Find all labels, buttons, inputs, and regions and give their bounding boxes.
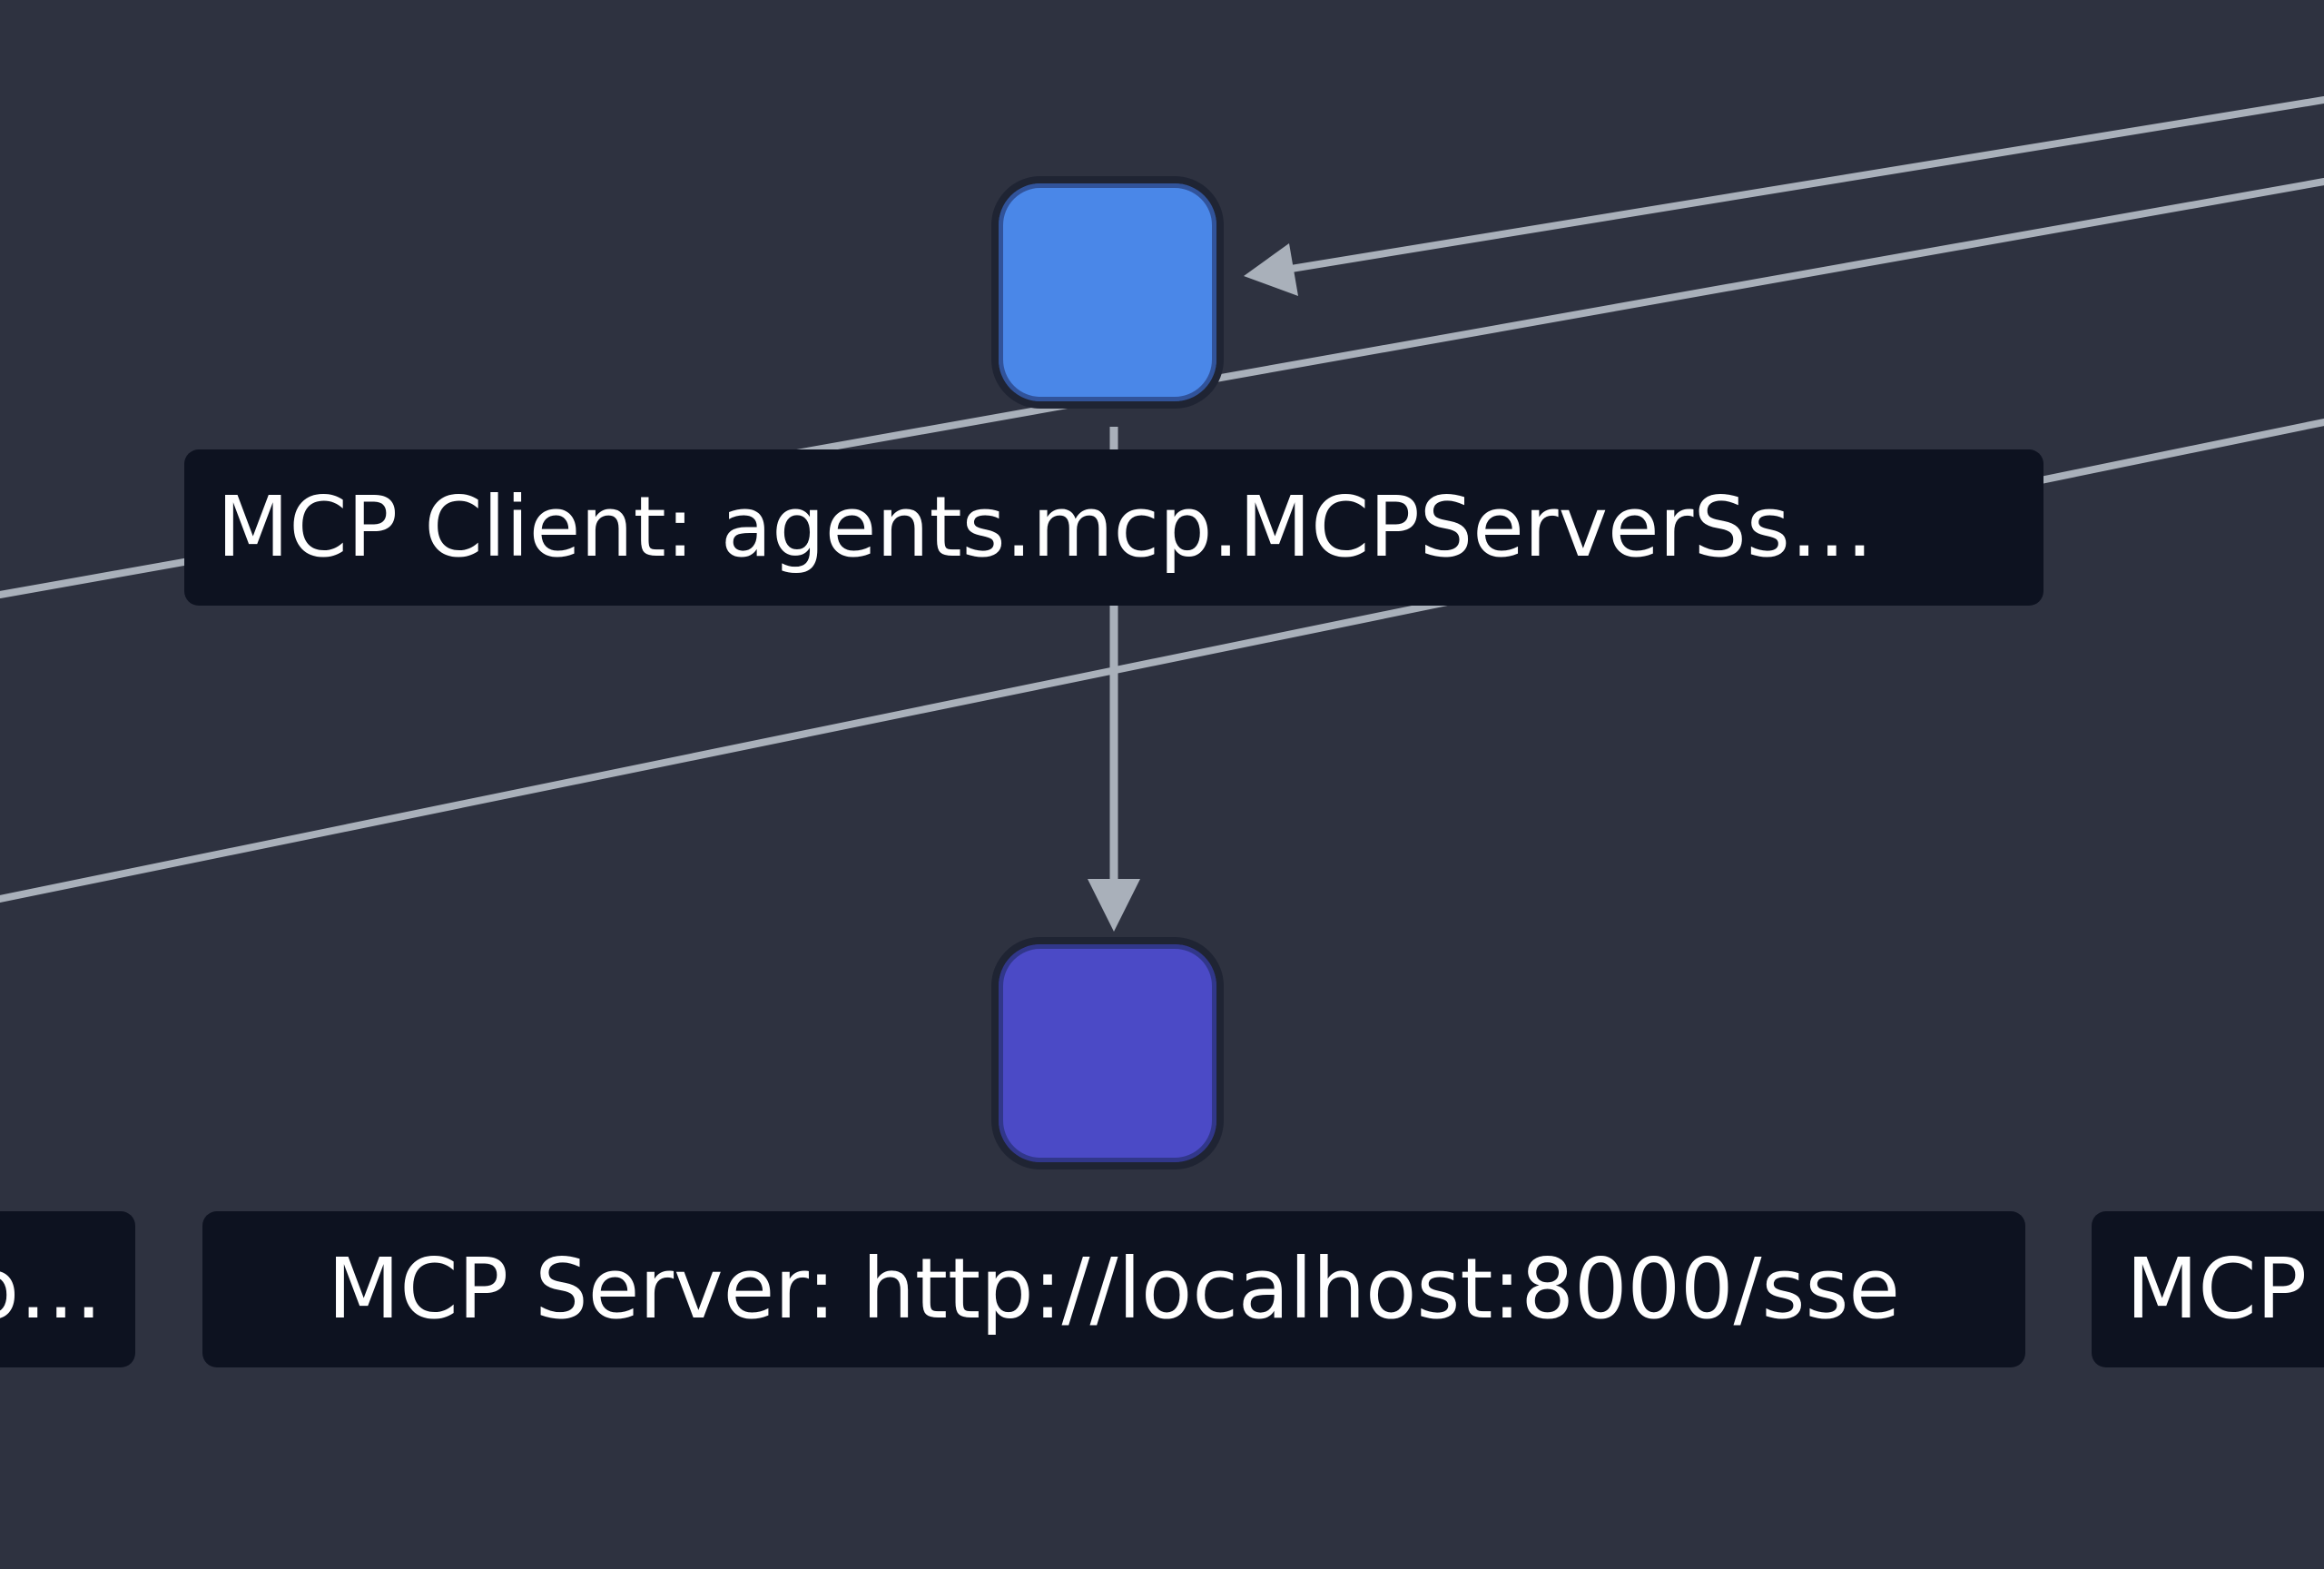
node-mcp-client[interactable] bbox=[991, 176, 1224, 409]
node-label-mcp-server: MCP Server: http://localhost:8000/sse bbox=[202, 1211, 2025, 1367]
node-label-partial-right: MCP bbox=[2092, 1211, 2324, 1367]
node-mcp-client-body bbox=[999, 183, 1216, 401]
edge-incoming-client-arrowhead bbox=[1244, 243, 1298, 296]
node-label-partial-left: o… bbox=[0, 1211, 135, 1367]
node-mcp-server-body bbox=[999, 944, 1216, 1162]
edge-client-server-arrowhead bbox=[1088, 879, 1140, 932]
node-mcp-server[interactable] bbox=[991, 937, 1224, 1169]
node-label-mcp-client: MCP Client: agents.mcp.MCPServerSs… bbox=[184, 449, 2043, 606]
edge-incoming-client bbox=[1276, 96, 2324, 274]
